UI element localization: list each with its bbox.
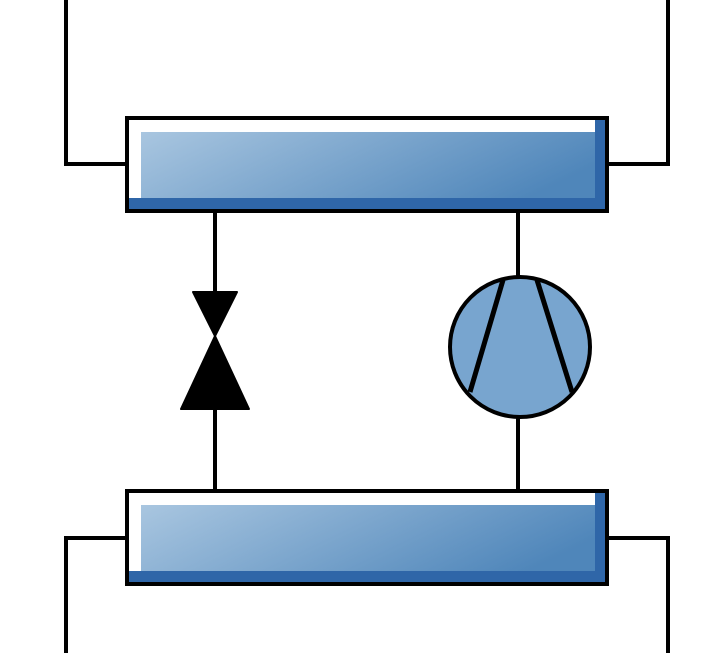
pipe-bottom-right [606,536,670,653]
pipe-top-right [606,0,670,166]
pipe-top-left [64,0,127,166]
valve-icon [180,291,250,410]
internal-piping [213,211,520,491]
upper-heat-exchanger [125,116,609,213]
lower-heat-exchanger [125,489,609,586]
compressor-icon [448,275,592,419]
external-piping [64,0,670,653]
pipe-bottom-left [64,536,127,653]
